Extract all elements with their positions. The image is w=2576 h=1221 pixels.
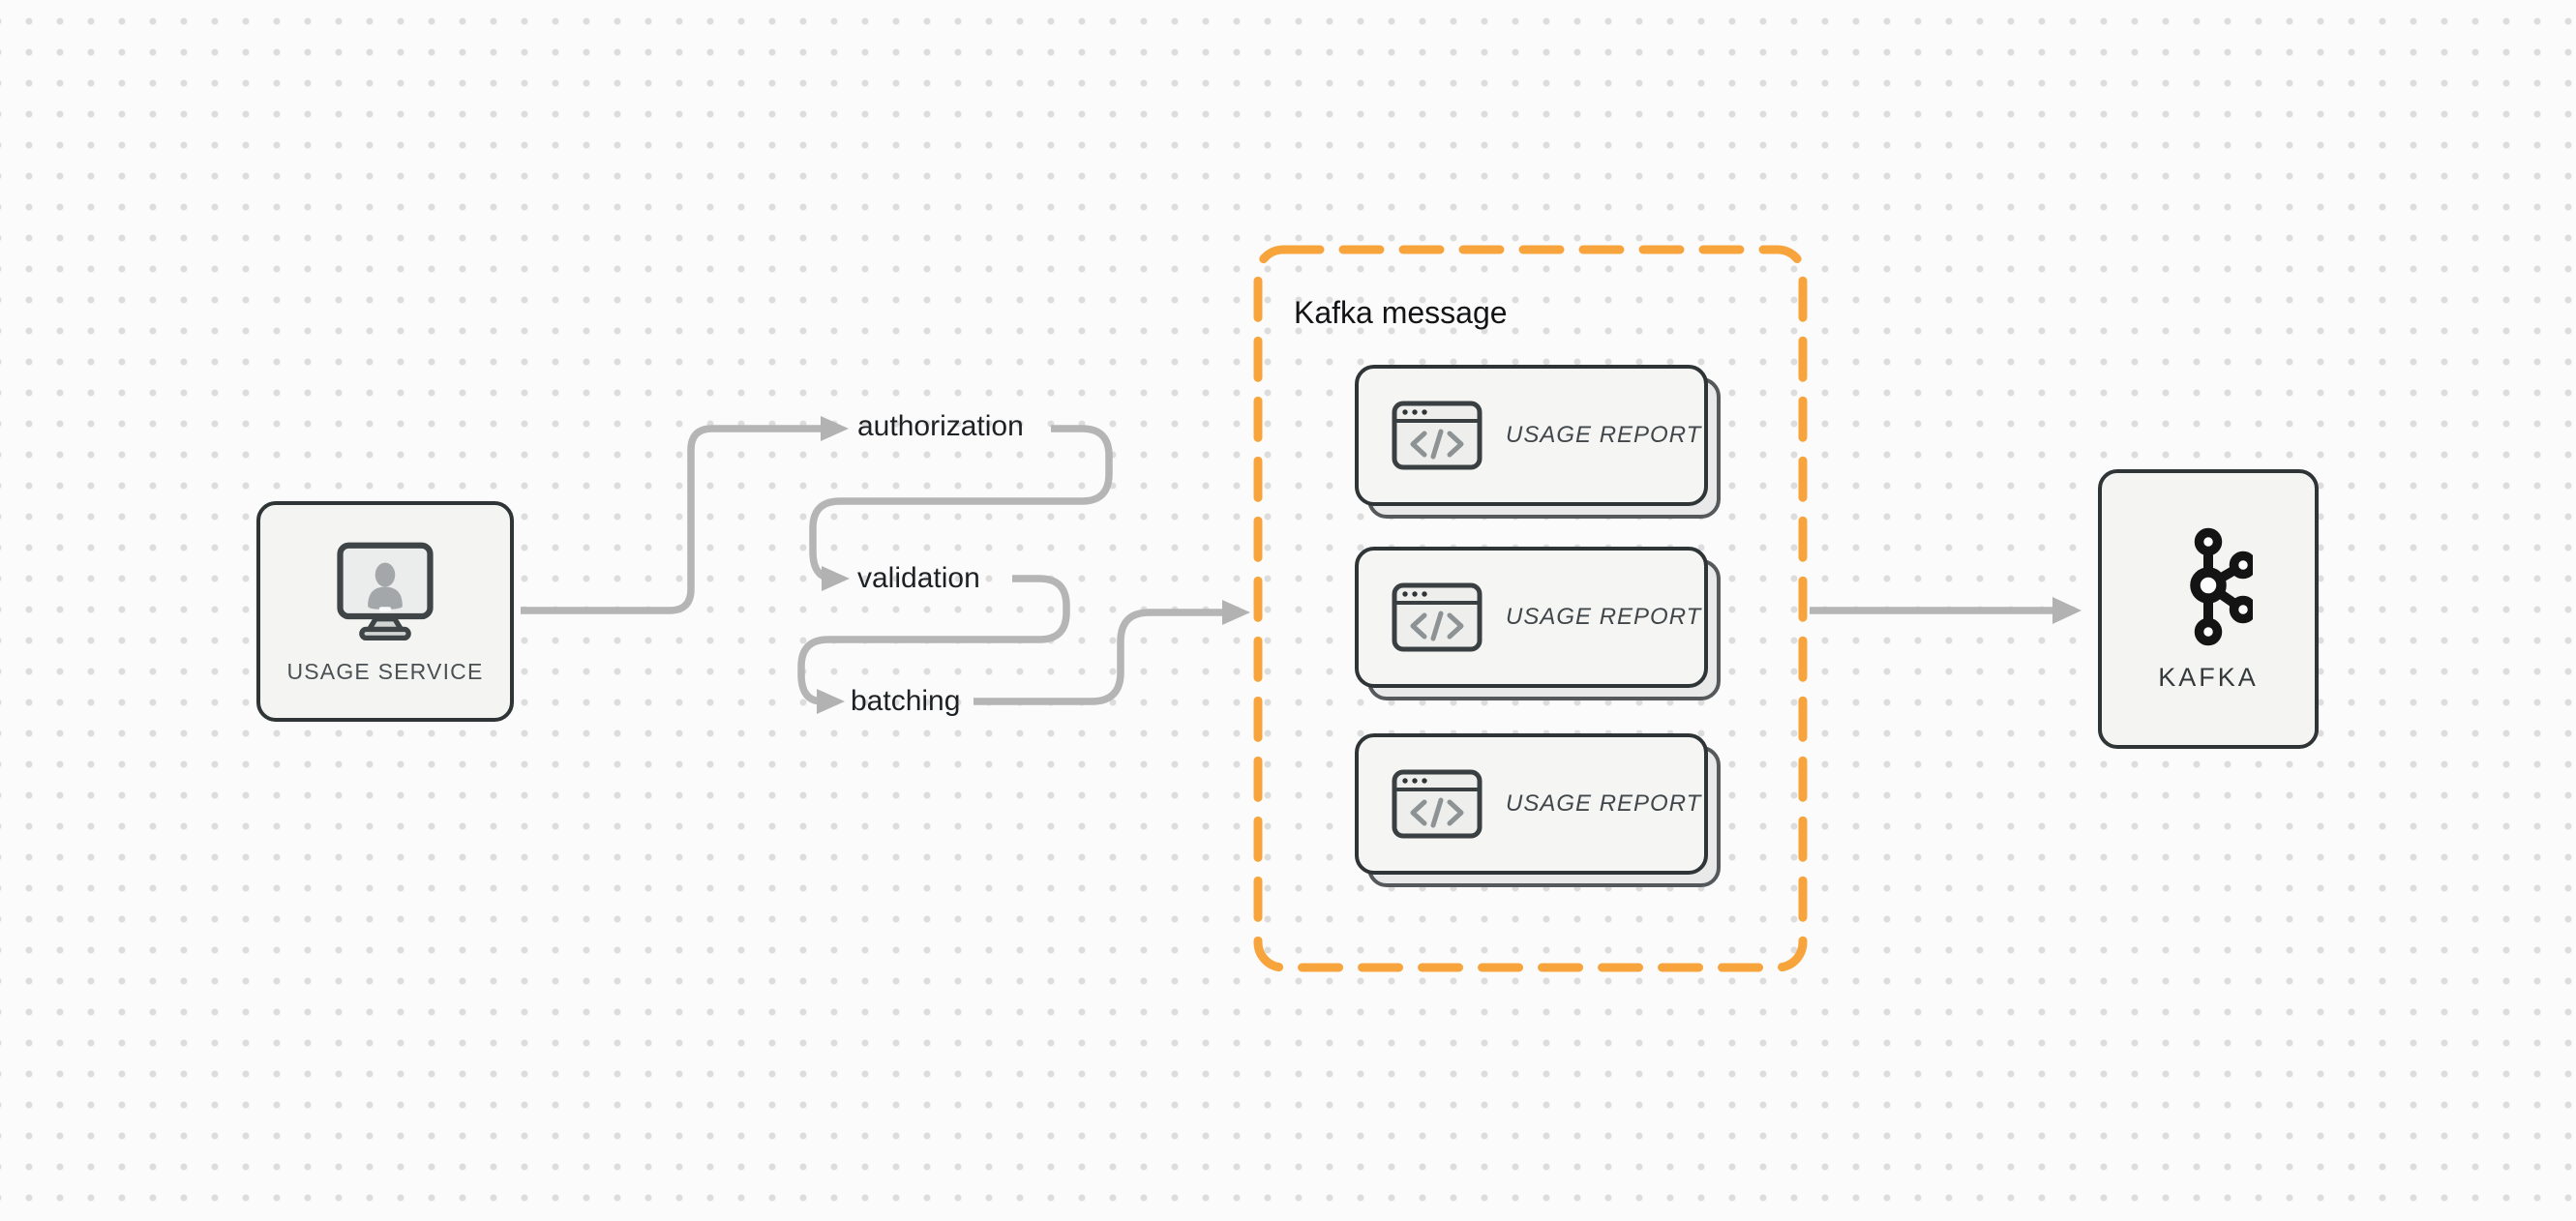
arrowhead-kafka <box>2052 597 2082 624</box>
usage-report-card: USAGE REPORT <box>1355 547 1721 700</box>
usage-report-label: USAGE REPORT <box>1506 604 1702 630</box>
code-window-icon <box>1392 401 1483 470</box>
step-label-batching: batching <box>851 685 961 717</box>
kafka-label: KAFKA <box>2158 663 2259 692</box>
usage-report-card-front: USAGE REPORT <box>1355 365 1708 506</box>
usage-service-node: USAGE SERVICE <box>256 501 514 722</box>
usage-report-card: USAGE REPORT <box>1355 365 1721 519</box>
arrowhead-kafka-message <box>1222 600 1250 625</box>
usage-report-label: USAGE REPORT <box>1506 790 1702 817</box>
step-label-validation: validation <box>857 562 980 594</box>
kafka-node: KAFKA <box>2098 469 2319 749</box>
usage-report-card: USAGE REPORT <box>1355 733 1721 887</box>
usage-service-label: USAGE SERVICE <box>286 658 484 684</box>
arrowhead-validation <box>822 566 850 591</box>
step-label-authorization: authorization <box>857 410 1024 442</box>
connector-batching-to-kafka-message <box>973 609 1223 705</box>
code-window-icon <box>1392 769 1483 839</box>
connector-usage-to-authorization <box>521 425 821 614</box>
kafka-logo-icon <box>2190 527 2253 646</box>
monitor-user-icon <box>337 542 434 640</box>
kafka-message-title: Kafka message <box>1294 295 1508 330</box>
code-window-icon <box>1392 582 1483 652</box>
usage-report-label: USAGE REPORT <box>1506 422 1702 448</box>
connector-validation-to-batching <box>797 575 1070 705</box>
arrowhead-authorization <box>821 416 849 441</box>
usage-report-card-front: USAGE REPORT <box>1355 547 1708 688</box>
arrowhead-batching <box>817 689 845 714</box>
usage-report-card-front: USAGE REPORT <box>1355 733 1708 875</box>
connector-authorization-to-validation <box>809 425 1113 582</box>
kafka-message-boundary <box>1253 245 1808 972</box>
